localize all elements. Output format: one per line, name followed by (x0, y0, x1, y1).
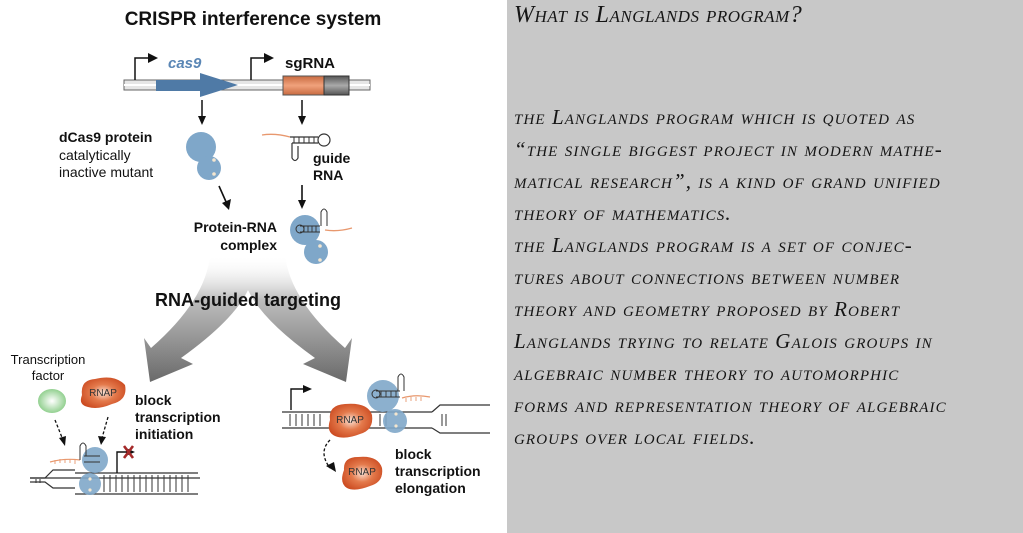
rnap-shape: RNAP (80, 377, 126, 408)
protein-rna-complex-shape (290, 208, 353, 264)
transcription-factor-shape (38, 389, 66, 413)
text-line: groups over local fields. (514, 425, 756, 449)
text-line: theory and geometry proposed by Robert (514, 297, 901, 321)
complex-label-line1: Protein-RNA (194, 219, 277, 235)
targeting-label: RNA-guided targeting (155, 290, 341, 310)
promoter-arrow-icon (134, 53, 158, 80)
guide-rna-shape (261, 133, 331, 162)
dashed-arrow-icon (98, 416, 109, 445)
targeting-fork-arrow (144, 255, 352, 382)
block-initiation-line2: transcription (135, 409, 221, 425)
sgrna-label: sgRNA (285, 55, 335, 72)
block-elongation-line3: elongation (395, 480, 466, 496)
rnap-label: RNAP (348, 467, 376, 478)
rnap-shape: RNAP (342, 456, 383, 490)
dcas9-label: dCas9 protein (59, 129, 152, 145)
text-line: “the single biggest project in modern ma… (514, 137, 943, 161)
text-line: matical research”, is a kind of grand un… (514, 169, 941, 193)
arrow-diagonal-icon (218, 185, 231, 210)
text-line: the Langlands program is a set of conjec… (514, 233, 913, 257)
block-elongation-line2: transcription (395, 463, 481, 479)
dashed-arrow-icon (323, 439, 336, 472)
dashed-arrow-icon (54, 419, 66, 446)
arrow-down-icon (298, 185, 306, 209)
text-line: tures about connections between number (514, 265, 901, 289)
sgrna-gene-block (282, 75, 350, 96)
complex-label-line2: complex (220, 237, 277, 253)
langlands-text-panel: What is Langlands program? the Langlands… (507, 0, 1023, 533)
rnap-label: RNAP (336, 415, 364, 426)
rnap-label: RNAP (89, 388, 117, 399)
tf-label-line1: Transcription (11, 352, 86, 367)
promoter-arrow-icon (250, 53, 274, 80)
dcas9-protein-shape (186, 132, 221, 180)
dna-target-left (30, 442, 200, 495)
block-elongation-line1: block (395, 446, 432, 462)
text-line: Langlands trying to relate Galois groups… (514, 329, 933, 353)
dna-construct: cas9 sgRNA (123, 53, 371, 97)
text-line: the Langlands program which is quoted as (514, 105, 916, 129)
panel-title: What is Langlands program? (514, 2, 803, 28)
block-x-icon (122, 445, 135, 459)
crispr-diagram: CRISPR interference system cas9 sgRNA (11, 9, 490, 496)
dna-target-right (282, 373, 490, 434)
diagram-title: CRISPR interference system (125, 9, 382, 30)
rnap-shape: RNAP (328, 403, 373, 438)
text-line: algebraic number theory to automorphic (514, 361, 900, 385)
cas9-label: cas9 (168, 55, 202, 72)
dcas9-desc-line2: inactive mutant (59, 164, 153, 180)
text-line: theory of mathematics. (514, 201, 732, 225)
arrow-down-icon (298, 100, 306, 125)
arrow-down-icon (198, 100, 206, 125)
guide-rna-label-line2: RNA (313, 167, 343, 183)
dcas9-desc-line1: catalytically (59, 147, 131, 163)
block-initiation-line1: block (135, 392, 172, 408)
tf-label-line2: factor (32, 368, 65, 383)
cas9-gene-arrow (156, 73, 238, 97)
guide-rna-label-line1: guide (313, 150, 351, 166)
text-line: forms and representation theory of algeb… (514, 393, 947, 417)
block-initiation-line3: initiation (135, 426, 193, 442)
crispr-diagram-panel: CRISPR interference system cas9 sgRNA (0, 0, 507, 533)
